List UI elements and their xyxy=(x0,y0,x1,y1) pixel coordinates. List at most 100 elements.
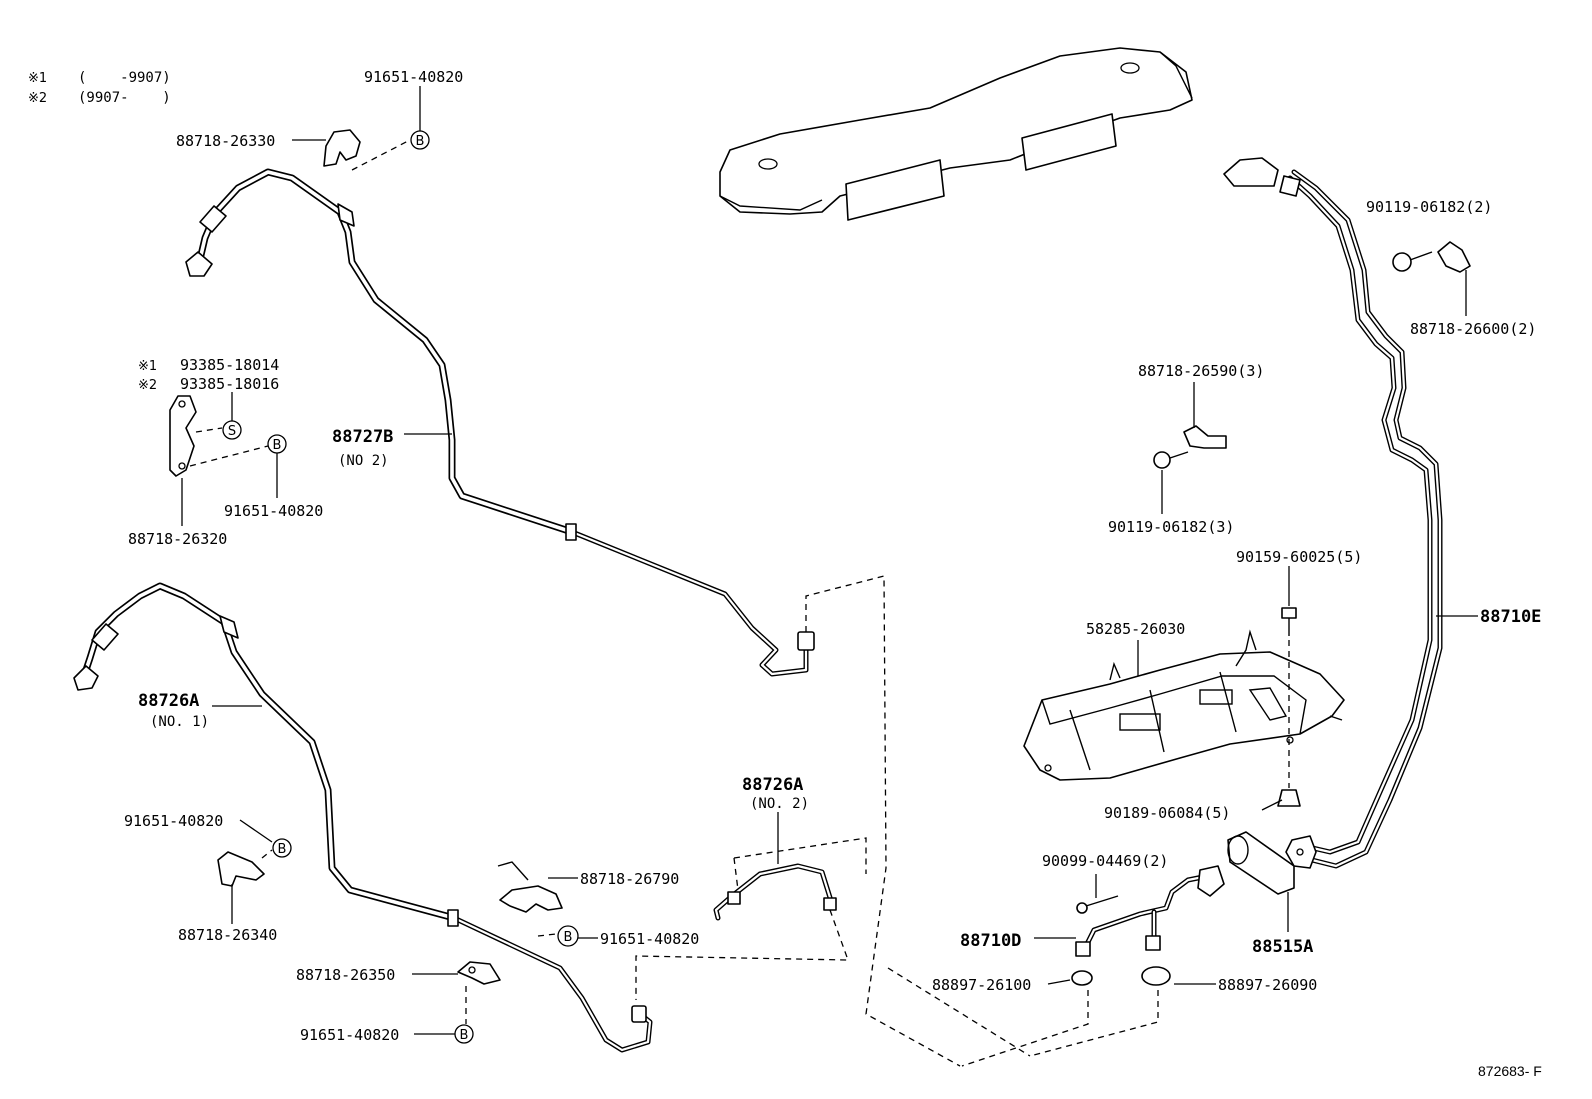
label-90159: 90159-60025(5) xyxy=(1236,548,1362,566)
pipe-joint xyxy=(565,523,577,541)
pipe-end-bracket xyxy=(1223,157,1279,187)
pipe-fitting xyxy=(727,891,741,905)
note-2-text: (9907- ) xyxy=(78,90,171,106)
label-90119-mid: 90119-06182(3) xyxy=(1108,518,1234,536)
grommet-88897-26090-icon xyxy=(1141,966,1171,986)
marker-b-circle xyxy=(557,925,579,947)
floor-heat-insulator xyxy=(719,47,1193,221)
label-91651-mid: 91651-40820 xyxy=(224,502,323,520)
cover-panel xyxy=(845,159,945,221)
leader-lines xyxy=(181,86,1478,1035)
clamp-hole xyxy=(468,966,476,974)
clamp-88718-26790-icon xyxy=(499,885,563,913)
label-90189: 90189-06084(5) xyxy=(1104,804,1230,822)
marker-b-text: B xyxy=(460,1028,469,1043)
clip-hole xyxy=(178,462,186,470)
label-90099: 90099-04469(2) xyxy=(1042,852,1168,870)
clamp-88718-26330-icon xyxy=(323,129,361,167)
label-88515A: 88515A xyxy=(1252,937,1313,957)
pipe-hose-end xyxy=(199,205,227,233)
marker-b-circle xyxy=(272,838,292,858)
label-88718-26590: 88718-26590(3) xyxy=(1138,362,1264,380)
pipe-collar xyxy=(219,615,239,639)
part-88515A-icon xyxy=(1227,831,1295,895)
grommet-88897-26100-icon xyxy=(1071,970,1093,986)
pipe-88726A-no1 xyxy=(73,582,653,1053)
label-91651-left: 91651-40820 xyxy=(124,812,223,830)
pipe-88726A-no2 xyxy=(713,863,837,921)
cover-hole xyxy=(1120,62,1140,74)
note-2-mark: ※2 xyxy=(28,91,47,106)
clamp-88718-26340-icon xyxy=(217,851,265,887)
pipe-fitting xyxy=(1075,941,1091,957)
pipe-end-nut xyxy=(185,251,213,277)
small-parts xyxy=(169,129,1471,986)
clamp-88718-26600-icon xyxy=(1437,241,1471,273)
nut-90189-icon xyxy=(1277,789,1301,807)
label-88718-26350: 88718-26350 xyxy=(296,966,395,984)
label-88727B-sub: (NO 2) xyxy=(338,453,389,469)
bolt-90119-icon xyxy=(1392,252,1412,272)
bolt-90119-mid-icon xyxy=(1153,451,1171,469)
label-88726A-no1-sub: (NO. 1) xyxy=(150,714,209,730)
marker-b-text: B xyxy=(416,134,425,149)
label-88718-26320: 88718-26320 xyxy=(128,530,227,548)
pipe-collar xyxy=(337,203,355,227)
heat-insulator-58285-26030 xyxy=(1023,629,1345,781)
marker-b-text: B xyxy=(273,438,282,453)
label-88718-26340: 88718-26340 xyxy=(178,926,277,944)
note-2-ref-mark: ※2 xyxy=(138,378,157,393)
bolt-90099-icon xyxy=(1076,902,1088,914)
label-93385-18014: 93385-18014 xyxy=(180,356,279,374)
pipe-88710E xyxy=(1223,157,1443,869)
label-88726A-no2-sub: (NO. 2) xyxy=(750,796,809,812)
marker-s-text: S xyxy=(228,424,236,439)
cover-hole xyxy=(758,158,778,170)
label-88897-26090: 88897-26090 xyxy=(1218,976,1317,994)
pipe-joint xyxy=(447,909,459,927)
figure-id: 872683- F xyxy=(1478,1063,1542,1079)
label-88727B: 88727B xyxy=(332,427,393,447)
insulator-hole xyxy=(1044,764,1052,772)
note-1-ref-mark: ※1 xyxy=(138,359,157,374)
label-88726A-no1: 88726A xyxy=(138,691,199,711)
note-1-mark: ※1 xyxy=(28,71,47,86)
label-91651-top: 91651-40820 xyxy=(364,68,463,86)
label-90119-top: 90119-06182(2) xyxy=(1366,198,1492,216)
cover-panel xyxy=(1021,113,1117,171)
clip-hole xyxy=(178,400,186,408)
pipe-fitting xyxy=(1145,935,1161,951)
label-88726A-no2: 88726A xyxy=(742,775,803,795)
marker-b-text: B xyxy=(278,842,287,857)
label-91651-center: 91651-40820 xyxy=(600,930,699,948)
part-labels: 91651-40820 88718-26330 ※1 93385-18014 ※… xyxy=(124,68,1542,1079)
label-58285: 58285-26030 xyxy=(1086,620,1185,638)
pipe-fitting xyxy=(797,631,815,651)
label-88710E: 88710E xyxy=(1480,607,1541,627)
markers: B S B B B B xyxy=(222,130,579,1044)
note-1-text: ( -9907) xyxy=(78,70,171,86)
pipe-fitting xyxy=(631,1005,647,1023)
label-88718-26790: 88718-26790 xyxy=(580,870,679,888)
label-88718-26330: 88718-26330 xyxy=(176,132,275,150)
pipe-88727B xyxy=(185,168,815,677)
label-88718-26600: 88718-26600(2) xyxy=(1410,320,1536,338)
insulator-hole xyxy=(1286,736,1294,744)
clip-88718-26320-icon xyxy=(169,395,197,477)
notes: ※1 ( -9907) ※2 (9907- ) xyxy=(28,70,171,106)
flange-hole xyxy=(1296,848,1304,856)
pipe-end-clip xyxy=(1279,175,1301,197)
reference-lines xyxy=(189,139,1290,1067)
clamp-88718-26350-icon xyxy=(457,961,501,985)
pipe-fitting xyxy=(823,897,837,911)
label-91651-bottom: 91651-40820 xyxy=(300,1026,399,1044)
clamp-88718-26590-icon xyxy=(1183,425,1227,449)
label-93385-18016: 93385-18016 xyxy=(180,375,279,393)
marker-b-text: B xyxy=(564,930,573,945)
pipe-flange xyxy=(1197,865,1225,897)
bolt-90159-icon xyxy=(1281,607,1297,619)
label-88897-26100: 88897-26100 xyxy=(932,976,1031,994)
label-88710D: 88710D xyxy=(960,931,1021,951)
pipe-hose-end xyxy=(91,623,119,651)
